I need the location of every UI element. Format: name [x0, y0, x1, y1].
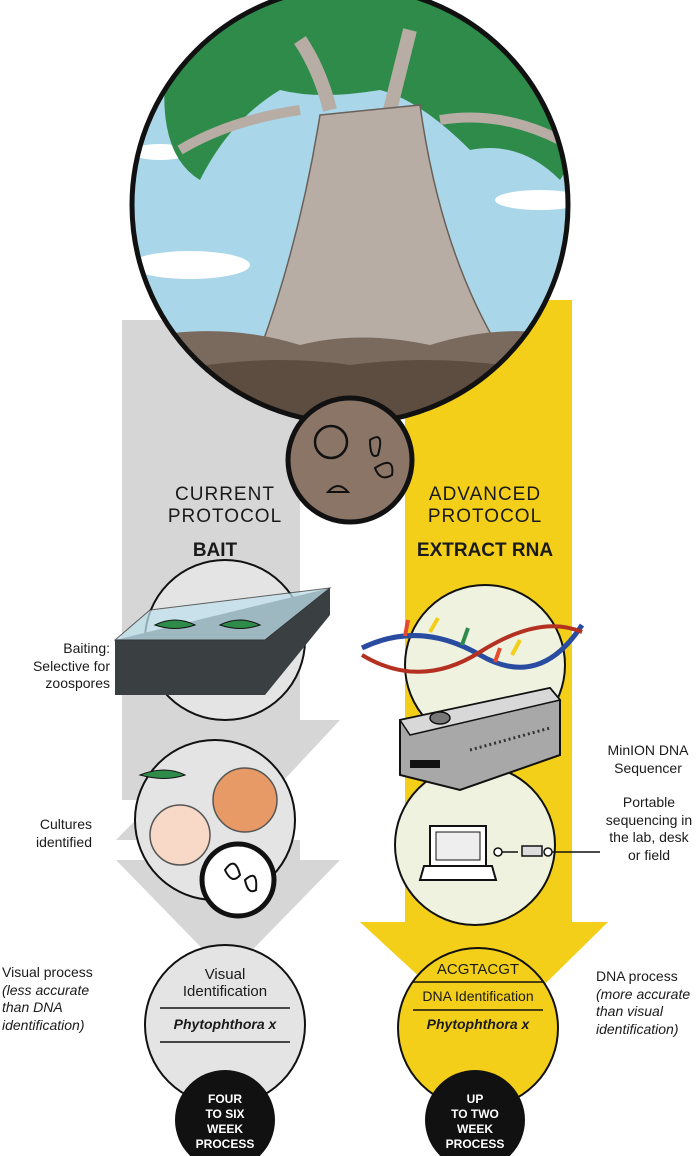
cultures-circle — [134, 739, 296, 919]
sequencer-circle — [394, 686, 600, 926]
tree-scene — [129, 0, 571, 426]
dna-process-label: DNA process (more accurate than visual i… — [596, 968, 691, 1037]
sequencer-label: MinION DNA Sequencer — [607, 742, 689, 776]
current-duration-badge: FOUR TO SIX WEEK PROCESS — [195, 1092, 255, 1151]
dna-identification-circle — [397, 947, 559, 1156]
spore-icon — [285, 395, 415, 525]
advanced-protocol-label: ADVANCED PROTOCOL — [427, 484, 543, 527]
advanced-duration-badge: UP TO TWO WEEK PROCESS — [445, 1092, 505, 1151]
dna-identification-label: DNA Identification — [422, 988, 534, 1004]
dna-helix-icon — [360, 623, 585, 670]
baiting-circle — [113, 559, 332, 721]
portable-sequencing-label: Portable sequencing in the lab, desk or … — [605, 794, 693, 863]
current-protocol-label: CURRENT PROTOCOL — [167, 484, 283, 527]
visual-identification-label: Visual Identification — [182, 966, 268, 1001]
visual-identification-circle — [144, 944, 306, 1156]
laptop-icon — [418, 825, 600, 881]
cultures-label: Cultures identified — [35, 816, 92, 850]
advanced-species-label: Phytophthora x — [426, 1016, 530, 1032]
bait-step-label: BAIT — [192, 540, 238, 561]
sequence-label: ACGTACGT — [436, 961, 520, 978]
current-species-label: Phytophthora x — [173, 1016, 277, 1032]
visual-process-label: Visual process (less accurate than DNA i… — [2, 964, 93, 1033]
baiting-label: Baiting: Selective for zoospores — [32, 640, 110, 691]
extract-rna-step-label: EXTRACT RNA — [416, 540, 554, 561]
sequencer-icon — [398, 686, 562, 792]
